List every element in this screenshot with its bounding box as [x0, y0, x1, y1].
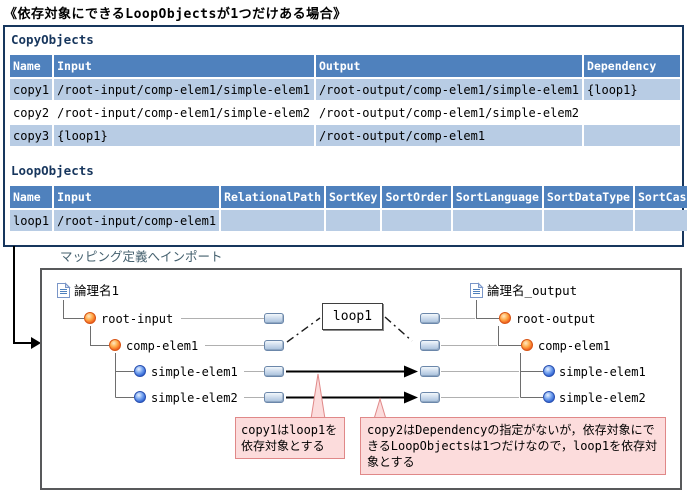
table-cell	[634, 210, 687, 231]
table-row: copy1 /root-input/comp-elem1/simple-elem…	[10, 79, 680, 100]
diagram-lines	[63, 300, 543, 420]
table-cell: copy2	[10, 102, 53, 123]
table-cell: /root-output/comp-elem1/simple-elem2	[315, 102, 583, 123]
table-cell	[584, 125, 680, 146]
complex-element-icon	[521, 339, 533, 351]
complex-element-icon	[499, 312, 511, 324]
callout-line: copy1はloop1を	[241, 423, 338, 437]
left-tree-root-label: 論理名1	[74, 283, 120, 298]
table-cell	[382, 210, 451, 231]
copy-objects-table: Name Input Output Dependency copy1 /root…	[8, 53, 682, 148]
table-cell: /root-input/comp-elem1/simple-elem2	[54, 102, 314, 123]
tree-connector-lines	[63, 300, 543, 398]
column-header: Name	[10, 55, 53, 77]
import-caption: マッピング定義へインポート	[60, 249, 223, 264]
column-header: RelationalPath	[221, 186, 325, 208]
column-header: Output	[315, 55, 583, 77]
tree-node-label: comp-elem1	[538, 339, 611, 353]
callout-copy2: copy2はDependencyの指定がないが，依存対象にできるLoopObje…	[360, 417, 666, 475]
table-cell: copy3	[10, 125, 53, 146]
column-header: SortLanguage	[452, 186, 542, 208]
table-cell	[326, 210, 381, 231]
simple-element-icon	[543, 391, 555, 403]
column-header: SortOrder	[382, 186, 451, 208]
callout-line: 依存対象とする	[241, 439, 325, 453]
callout-copy1: copy1はloop1を 依存対象とする	[235, 417, 345, 459]
import-flow-connector-horizontal	[13, 342, 32, 344]
tree-node-label: simple-elem1	[151, 365, 238, 379]
mapping-port	[264, 392, 284, 403]
object-tables-panel: CopyObjects Name Input Output Dependency…	[3, 25, 687, 247]
column-header: SortKey	[326, 186, 381, 208]
mapping-port	[420, 340, 440, 351]
column-header: Dependency	[584, 55, 680, 77]
figure-title: 《依存対象にできるLoopObjectsが1つだけある場合》	[4, 7, 347, 22]
mapping-port	[420, 313, 440, 324]
column-header: SortDataType	[543, 186, 633, 208]
column-header: SortCase	[634, 186, 687, 208]
table-row: copy3 {loop1} /root-output/comp-elem1	[10, 125, 680, 146]
import-flow-connector-vertical	[13, 246, 15, 344]
mapping-port	[264, 366, 284, 377]
table-header-row: Name Input RelationalPath SortKey SortOr…	[10, 186, 687, 208]
table-cell	[543, 210, 633, 231]
column-header: Name	[10, 186, 53, 208]
complex-element-icon	[84, 312, 96, 324]
table-cell	[221, 210, 325, 231]
table-cell: {loop1}	[584, 79, 680, 100]
mapping-port	[264, 313, 284, 324]
table-cell: loop1	[10, 210, 53, 231]
column-header: Input	[54, 55, 314, 77]
mapping-port	[264, 340, 284, 351]
tree-node-label: simple-elem1	[559, 365, 646, 379]
loop-objects-label: LoopObjects	[11, 163, 94, 178]
table-row: loop1 /root-input/comp-elem1	[10, 210, 687, 231]
table-cell	[584, 102, 680, 123]
tree-node-label: simple-elem2	[559, 391, 646, 405]
tree-node-label: comp-elem1	[126, 339, 199, 353]
table-row: copy2 /root-input/comp-elem1/simple-elem…	[10, 102, 680, 123]
mapping-port	[420, 366, 440, 377]
table-header-row: Name Input Output Dependency	[10, 55, 680, 77]
table-cell: /root-output/comp-elem1	[315, 125, 583, 146]
column-header: Input	[54, 186, 220, 208]
document-icon	[470, 282, 484, 298]
dependency-dashdot-line	[286, 316, 413, 343]
port-leader-lines	[181, 318, 519, 398]
loop-objects-table: Name Input RelationalPath SortKey SortOr…	[8, 184, 687, 233]
tree-node-label: root-input	[101, 312, 174, 326]
simple-element-icon	[134, 365, 146, 377]
mapping-arrow	[286, 365, 418, 404]
simple-element-icon	[134, 391, 146, 403]
simple-element-icon	[543, 365, 555, 377]
right-tree-root-label: 論理名_output	[487, 283, 578, 298]
tree-node-label: root-output	[516, 312, 596, 326]
tree-node-label: simple-elem2	[151, 391, 238, 405]
complex-element-icon	[109, 339, 121, 351]
mapping-diagram: 論理名1 root-input comp-elem1 simple-elem1 …	[40, 268, 682, 490]
table-cell: /root-input/comp-elem1	[54, 210, 220, 231]
loop-function-box: loop1	[322, 303, 383, 330]
table-cell: copy1	[10, 79, 53, 100]
table-cell: /root-output/comp-elem1/simple-elem1	[315, 79, 583, 100]
document-icon	[57, 282, 71, 298]
table-cell: /root-input/comp-elem1/simple-elem1	[54, 79, 314, 100]
mapping-port	[420, 392, 440, 403]
table-cell: {loop1}	[54, 125, 314, 146]
copy-objects-label: CopyObjects	[11, 32, 94, 47]
table-cell	[452, 210, 542, 231]
import-flow-arrowhead-icon	[31, 337, 41, 349]
